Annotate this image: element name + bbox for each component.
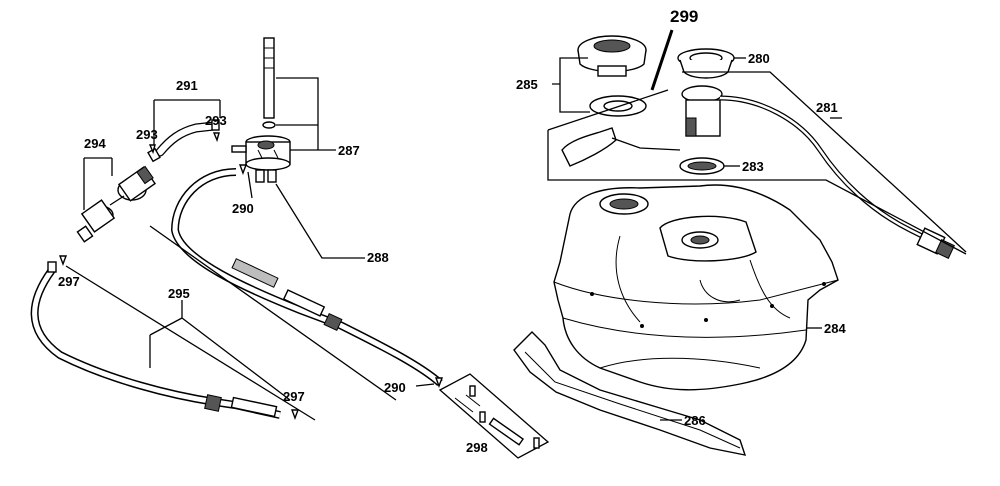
- label-299: 299: [670, 7, 698, 26]
- ring-280: [677, 48, 735, 79]
- label-283: 283: [742, 159, 764, 174]
- fuel-filter-294: [76, 165, 156, 243]
- undertray-286: [513, 331, 747, 456]
- label-290-upper: 290: [232, 201, 254, 216]
- label-280: 280: [748, 51, 770, 66]
- label-284: 284: [824, 321, 846, 336]
- leader-287: [276, 77, 336, 151]
- leader-297: [65, 265, 316, 421]
- label-295: 295: [168, 286, 190, 301]
- label-297-left: 297: [58, 274, 80, 289]
- label-290-lower: 290: [384, 380, 406, 395]
- label-294: 294: [84, 136, 106, 151]
- fuel-tap-stem: [262, 37, 276, 129]
- label-288: 288: [367, 250, 389, 265]
- label-293-left: 293: [136, 127, 158, 142]
- outline-box-281: [547, 71, 967, 255]
- label-287: 287: [338, 143, 360, 158]
- fuel-sender-281: [561, 85, 955, 259]
- leader-299: [650, 29, 674, 91]
- leader-291: [153, 99, 221, 145]
- label-281: 281: [816, 100, 838, 115]
- leader-294: [83, 157, 113, 210]
- label-297-right: 297: [283, 389, 305, 404]
- fuel-tap-287: [231, 135, 291, 183]
- leader-285: [552, 57, 590, 113]
- leader-290a: [247, 171, 253, 199]
- label-286: 286: [684, 413, 706, 428]
- hose-295: [30, 261, 281, 419]
- fuel-tank-284: [553, 184, 839, 391]
- leader-295: [149, 300, 291, 401]
- gasket-283: [679, 157, 725, 175]
- kit-298: [438, 373, 550, 459]
- label-298: 298: [466, 440, 488, 455]
- label-285: 285: [516, 77, 538, 92]
- label-293-right: 293: [205, 113, 227, 128]
- leader-288: [149, 183, 397, 401]
- fuel-cap-285: [577, 35, 647, 117]
- label-291: 291: [176, 78, 198, 93]
- hose-291: [147, 119, 220, 163]
- hose-288: [170, 168, 443, 387]
- leader-290b: [415, 383, 435, 387]
